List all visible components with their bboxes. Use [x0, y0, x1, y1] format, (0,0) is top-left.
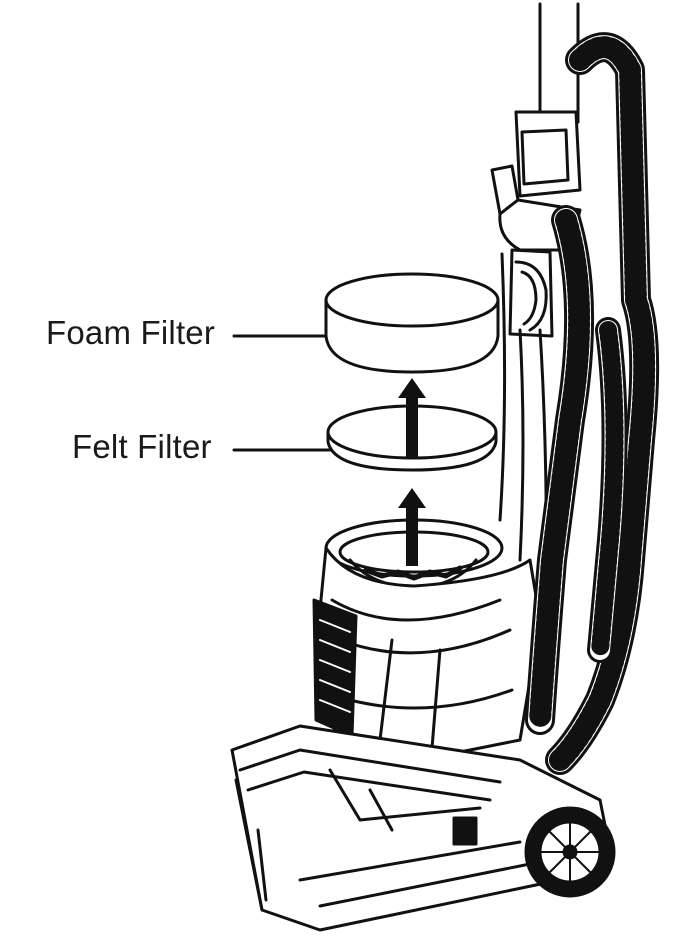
felt-filter-label: Felt Filter [72, 428, 212, 465]
up-arrow-upper-icon [398, 378, 426, 458]
foam-filter-disc [324, 272, 500, 374]
dust-cup-housing [312, 518, 542, 762]
floor-nozzle [230, 724, 612, 932]
up-arrow-lower-icon [398, 488, 426, 566]
vent-grille [312, 598, 358, 738]
rear-wheel [524, 806, 616, 898]
hose [525, 32, 660, 775]
foam-filter-label: Foam Filter [46, 314, 216, 351]
